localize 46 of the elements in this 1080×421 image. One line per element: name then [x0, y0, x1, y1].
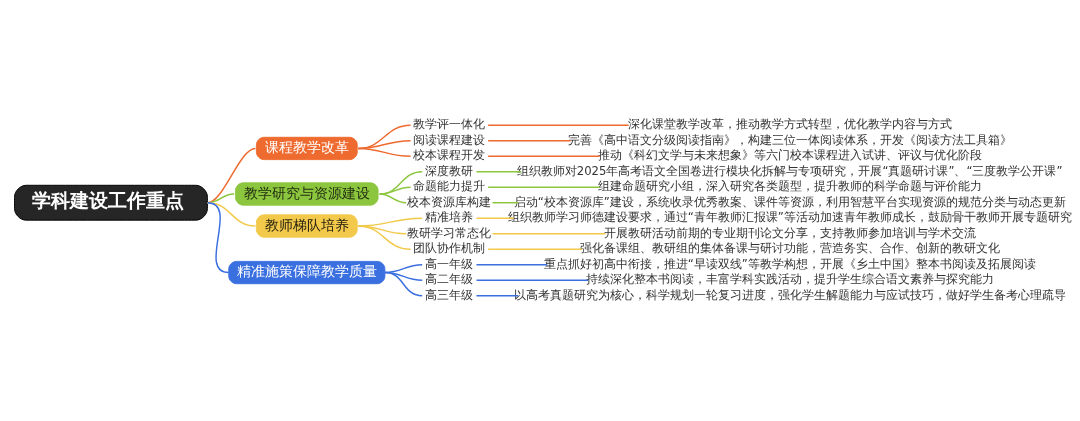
node-text: 持续深化整本书阅读，丰富学科实践活动，提升学生综合语文素养与探究能力: [585, 272, 994, 287]
node-text: 开展教研活动前期的专业期刊论文分享，支持教师参加培训与学术交流: [603, 225, 976, 240]
node-text: 教研学习常态化: [407, 225, 492, 240]
node-text: 组建命题研究小组，深入研究各类题型，提升教师的科学命题与评价能力: [597, 179, 982, 194]
node-text: 组织教师对2025年高考语文全国卷进行模块化拆解与专项研究，开展“真题研讨课”、“三度教学公开课”: [516, 163, 1063, 178]
node-box: 精准施策保障教学质量: [228, 260, 386, 285]
node-text: 校本资源库构建: [407, 194, 492, 209]
node-text: 推动《科幻文学与未来想象》等六门校本课程进入试讲、评议与优化阶段: [597, 148, 982, 163]
node-text: 深度教研: [425, 163, 474, 178]
connector: [487, 124, 630, 126]
node-box: 教师梯队培养: [255, 214, 358, 238]
connector: [384, 271, 423, 297]
node-box: 课程教学改革: [255, 136, 358, 161]
node-text: 高三年级: [425, 287, 474, 302]
connector: [475, 295, 519, 297]
node-text: 团队协作机制: [413, 241, 486, 256]
connector: [487, 139, 572, 142]
connector: [357, 147, 412, 157]
node-text: 阅读课程建设: [413, 132, 486, 147]
node-text: 命题能力提升: [413, 179, 486, 194]
node-box: 教学研究与资源建设: [235, 182, 379, 206]
node-text: 启动“校本资源库”建设，系统收录优秀教案、课件等资源，利用智慧平台实现资源的规范分类与动态更新: [513, 194, 1066, 209]
node-text: 高一年级: [425, 256, 474, 271]
node-text: 重点抓好初高中衔接，推进“早读双线”等教学构想，开展《乡土中国》整本书阅读及拓展阅读: [543, 256, 1036, 271]
connector: [475, 171, 522, 173]
connector: [206, 202, 230, 274]
connector: [491, 233, 607, 235]
node-text: 深化课堂教学改革，推动教学方式转型，优化教学内容与方式: [627, 117, 952, 132]
node-text: 高二年级: [425, 272, 474, 287]
connector: [491, 202, 519, 204]
connector: [357, 225, 412, 250]
node-text: 组织教师学习师德建设要求，通过“青年教师汇报课”等活动加速青年教师成长，鼓励骨干教师开展专题研究: [507, 210, 1072, 225]
node-text: 精准培养: [425, 210, 474, 225]
connector: [475, 279, 589, 282]
node-text: 完善《高中语文分级阅读指南》，构建三位一体阅读体系，开发《阅读方法工具箱》: [567, 132, 1012, 147]
node-text: 以高考真题研究为核心，科学规划一轮复习进度，强化学生解题能力与应试技巧，做好学生备考心理疏导: [513, 287, 1066, 302]
connector: [475, 217, 515, 219]
node-box: 学科建设工作重点: [14, 184, 208, 221]
connector: [487, 186, 601, 188]
connector: [475, 264, 548, 266]
node-text: 校本课程开发: [413, 148, 486, 163]
node-text: 强化备课组、教研组的集体备课与研讨功能，营造务实、合作、创新的教研文化: [579, 241, 1000, 256]
connector: [378, 193, 407, 204]
connector: [487, 155, 601, 157]
node-text: 教学评一体化: [413, 117, 486, 132]
connector: [487, 248, 583, 250]
